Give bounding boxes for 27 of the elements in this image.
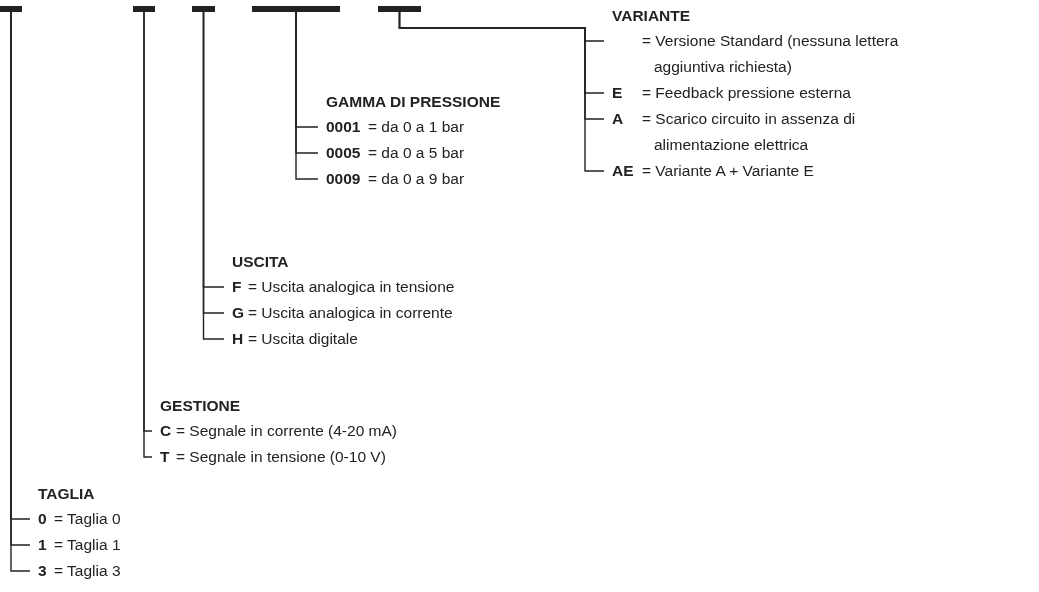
option-entry: T = Segnale in tensione (0-10 V)	[152, 444, 488, 470]
option-entry: 0005 = da 0 a 5 bar	[318, 140, 580, 166]
group-heading: VARIANTE	[612, 6, 692, 26]
option-entry: G = Uscita analogica in corrente	[224, 300, 560, 326]
option-entry: H = Uscita digitale	[224, 326, 560, 352]
option-entry: 0 = Taglia 0	[30, 506, 266, 532]
code-slot-bar	[378, 6, 421, 12]
code-slot-bar	[192, 6, 215, 12]
code-slot-bar	[133, 6, 155, 12]
option-entry: E = Feedback pressione esterna	[604, 80, 904, 106]
option-entry: 0001 = da 0 a 1 bar	[318, 114, 580, 140]
connector-line	[398, 11, 605, 172]
group-heading: TAGLIA	[38, 484, 96, 504]
connector-line	[295, 11, 319, 180]
group-heading: GAMMA DI PRESSIONE	[326, 92, 502, 112]
group-heading: GESTIONE	[160, 396, 242, 416]
option-entry: F = Uscita analogica in tensione	[224, 274, 560, 300]
code-slot-bar	[252, 6, 340, 12]
option-entry: 3 = Taglia 3	[30, 558, 266, 584]
group-heading: USCITA	[232, 252, 290, 272]
code-slot-bar	[0, 6, 22, 12]
option-entry: A = Scarico circuito in assenza di alimentazione elettrica	[604, 106, 904, 158]
option-entry: 1 = Taglia 1	[30, 532, 266, 558]
option-entry: AE = Variante A + Variante E	[604, 158, 904, 184]
option-entry: 0009 = da 0 a 9 bar	[318, 166, 580, 192]
option-entry: = Versione Standard (nessuna lettera aggiuntiva richiesta)	[604, 28, 904, 80]
option-entry: C = Segnale in corrente (4-20 mA)	[152, 418, 488, 444]
